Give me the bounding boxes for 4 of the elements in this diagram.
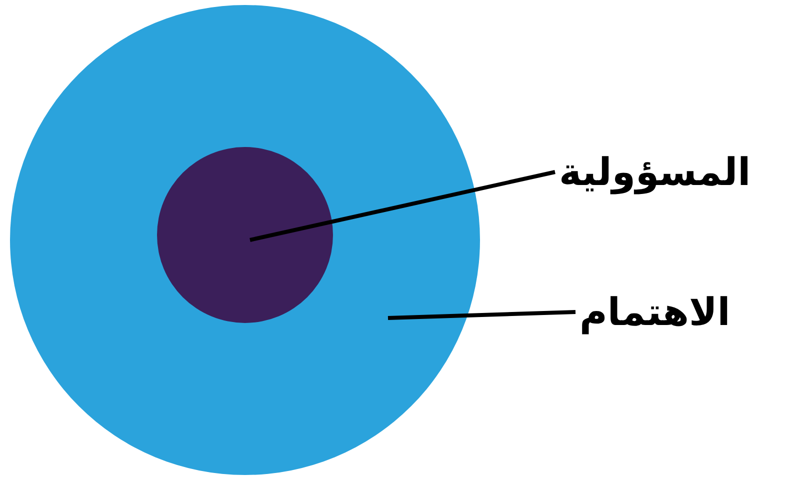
leader-line: [250, 170, 556, 242]
label-text: الاهتمام: [580, 289, 730, 335]
label-text: المسؤولية: [559, 149, 751, 195]
leader-line: [388, 310, 576, 320]
